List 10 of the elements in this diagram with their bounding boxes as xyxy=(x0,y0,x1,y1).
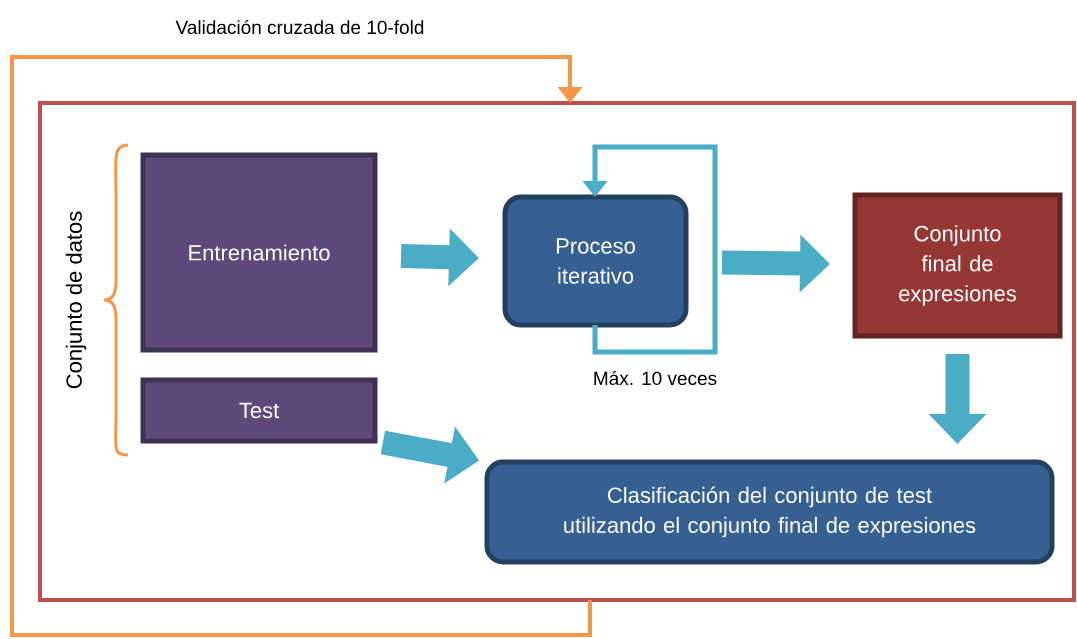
result-box: Conjunto final de expresiones xyxy=(852,192,1063,339)
process-box: Proceso iterativo xyxy=(502,194,689,328)
data-box: Entrenamiento xyxy=(140,152,378,353)
process-box: Clasificación del conjunto de test utilizando el conjunto final de expresiones xyxy=(484,459,1055,565)
loop-arrow xyxy=(10,55,592,637)
edge-label: Validación cruzada de 10-fold xyxy=(173,17,427,37)
frame xyxy=(38,101,1076,602)
side-label: Conjunto de datos xyxy=(65,211,87,389)
data-box: Test xyxy=(140,377,378,444)
edge-label: Máx. 10 veces xyxy=(590,368,720,388)
